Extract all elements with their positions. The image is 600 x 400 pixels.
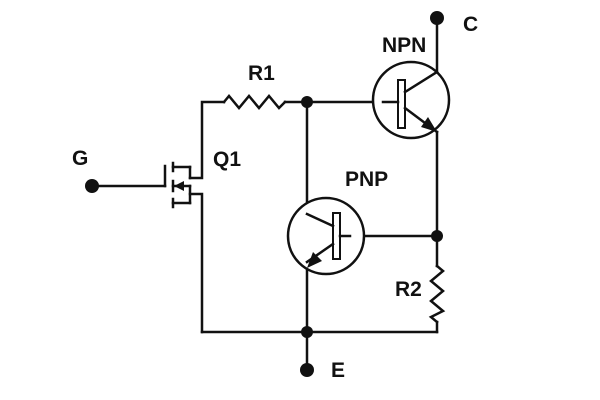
pnp-emitter-arrow-icon xyxy=(307,252,322,268)
junction-base-node xyxy=(301,96,313,108)
terminal-c xyxy=(430,11,444,25)
label-q1: Q1 xyxy=(213,148,241,171)
label-emitter: E xyxy=(331,359,345,382)
resistor-r1 xyxy=(222,94,287,110)
npn-emitter-arrow-icon xyxy=(421,117,437,132)
q1-body-arrow-icon xyxy=(174,181,184,191)
npn-collector-lead xyxy=(403,70,439,94)
wire-q1-drain-to-r1 xyxy=(188,100,226,180)
wire-q1-source-to-rail xyxy=(188,192,204,334)
junction-emitter-node xyxy=(431,230,443,242)
terminal-e xyxy=(300,363,314,377)
label-pnp: PNP xyxy=(345,168,388,191)
label-r2: R2 xyxy=(395,278,422,301)
pnp-body-circle xyxy=(286,196,366,276)
label-r1: R1 xyxy=(248,62,275,85)
junction-rail-node xyxy=(301,326,313,338)
npn-body-circle xyxy=(371,60,451,140)
terminal-g xyxy=(85,179,99,193)
resistor-r2 xyxy=(428,264,446,324)
label-npn: NPN xyxy=(382,34,426,57)
mosfet-q1 xyxy=(163,161,192,209)
npn-base-bar xyxy=(397,79,406,129)
pnp-collector-lead xyxy=(305,212,335,228)
npn-transistor xyxy=(371,60,451,140)
label-collector: C xyxy=(463,13,478,36)
pnp-transistor xyxy=(286,196,366,276)
label-gate: G xyxy=(72,147,88,170)
